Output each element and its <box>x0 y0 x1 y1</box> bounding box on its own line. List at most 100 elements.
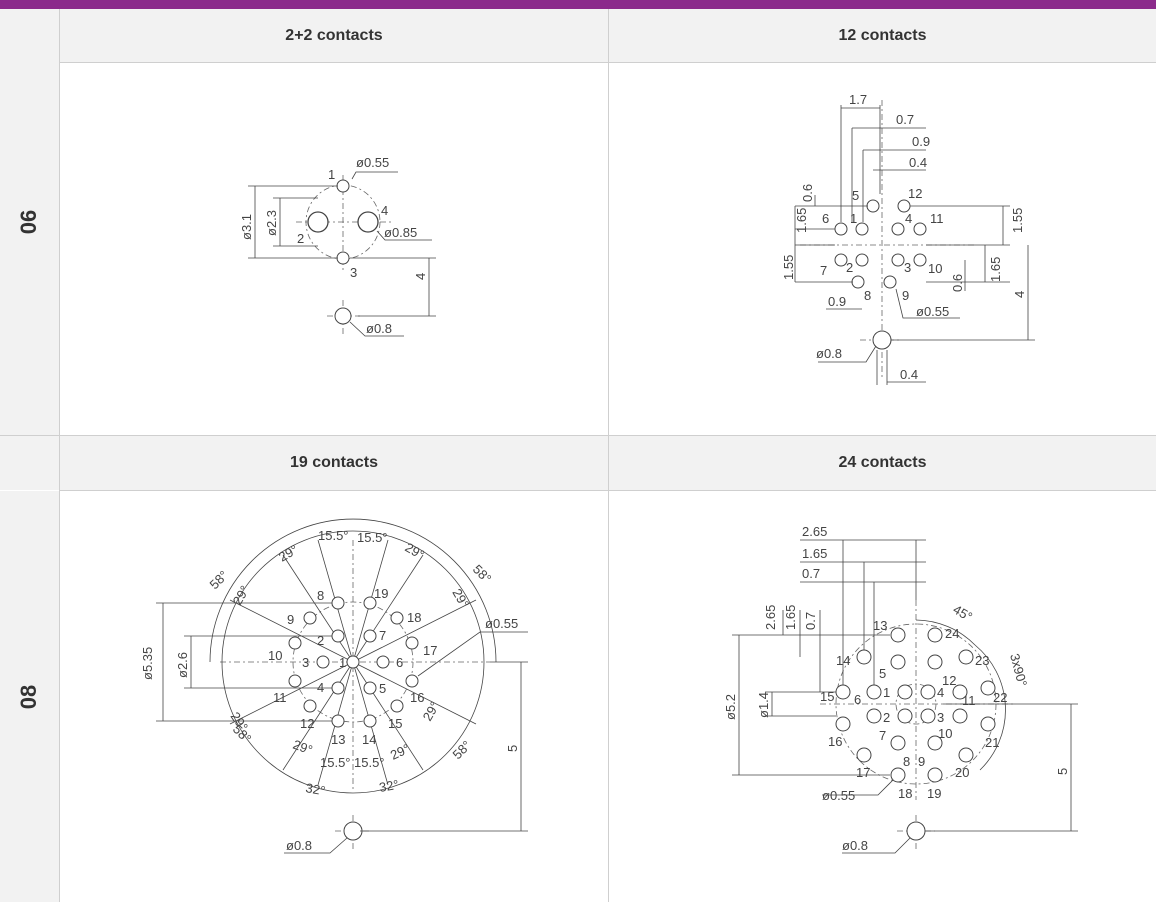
pin-18: 18 <box>407 610 421 625</box>
pin-8: 8 <box>317 588 324 603</box>
dim-dia-2-3: ø2.3 <box>264 210 279 236</box>
accent-top-bar <box>0 0 1156 9</box>
angle-29-bottom-left: 29° <box>291 737 315 758</box>
header-19-contacts: 19 contacts <box>60 436 608 490</box>
pin-2: 2 <box>883 710 890 725</box>
pin-19: 19 <box>927 786 941 801</box>
angle-15-5-bottom-left: 15.5° <box>320 755 351 770</box>
grid-line <box>0 435 1156 436</box>
pin-7: 7 <box>879 728 886 743</box>
contact-4 <box>357 211 379 233</box>
dim-0-7-top: 0.7 <box>802 566 820 581</box>
dim-dia-2-6: ø2.6 <box>175 652 190 678</box>
dim-1-65-top: 1.65 <box>802 546 827 561</box>
grid-line <box>60 490 1156 491</box>
pin-16: 16 <box>410 690 424 705</box>
dim-4: 4 <box>1012 291 1027 298</box>
pin-15: 15 <box>388 716 402 731</box>
pin-11: 11 <box>930 211 944 226</box>
pin-12: 12 <box>942 673 956 688</box>
contacts-12 <box>834 199 927 350</box>
pin-7: 7 <box>820 263 827 278</box>
angle-15-5-top-right: 15.5° <box>357 530 388 545</box>
dim-0-9-bottom: 0.9 <box>828 294 846 309</box>
pin-17: 17 <box>856 765 870 780</box>
header-12-contacts: 12 contacts <box>609 9 1156 62</box>
pin-10: 10 <box>928 261 942 276</box>
dim-dia-5-2: ø5.2 <box>723 694 738 720</box>
pin-13: 13 <box>331 732 345 747</box>
dim-0-7-side: 0.7 <box>803 612 818 630</box>
pin-12: 12 <box>300 716 314 731</box>
dim-0-4-bottom: 0.4 <box>900 367 918 382</box>
pin-7: 7 <box>379 628 386 643</box>
dim-0-7: 0.7 <box>896 112 914 127</box>
row-spacer <box>0 436 59 490</box>
dim-5: 5 <box>505 745 520 752</box>
pin-2: 2 <box>846 260 853 275</box>
contact-2 <box>307 211 329 233</box>
dim-1-55-left: 1.55 <box>781 255 796 280</box>
angle-arcs <box>209 518 497 794</box>
pin-3: 3 <box>350 265 357 280</box>
dim-dia-0-55: ø0.55 <box>916 304 949 319</box>
pin-1: 1 <box>339 655 346 670</box>
pin-18: 18 <box>898 786 912 801</box>
header-24-contacts: 24 contacts <box>609 436 1156 490</box>
pin-11: 11 <box>962 693 976 708</box>
grid-line <box>60 62 1156 63</box>
pin-17: 17 <box>423 643 437 658</box>
angle-32-left: 32° <box>304 780 326 798</box>
contacts-24 <box>835 627 996 841</box>
dim-dia-5-35: ø5.35 <box>140 647 155 680</box>
pin-21: 21 <box>985 735 999 750</box>
pin-8: 8 <box>903 754 910 769</box>
row-label-06: 06 <box>0 9 59 435</box>
pin-3: 3 <box>302 655 309 670</box>
pin-1: 1 <box>850 211 857 226</box>
pin-4: 4 <box>381 203 388 218</box>
dim-dia-3-1: ø3.1 <box>239 214 254 240</box>
grid-line <box>608 9 609 902</box>
pin-23: 23 <box>975 653 989 668</box>
pin-15: 15 <box>820 689 834 704</box>
dim-dia-0-55: ø0.55 <box>822 788 855 803</box>
dim-4: 4 <box>413 273 428 280</box>
pin-4: 4 <box>317 680 324 695</box>
dim-1-65-left: 1.65 <box>794 208 809 233</box>
pin-5: 5 <box>379 681 386 696</box>
dim-dia-0-8: ø0.8 <box>366 321 392 336</box>
pin-11: 11 <box>273 690 287 705</box>
pin-24: 24 <box>945 626 959 641</box>
pin-1: 1 <box>328 167 335 182</box>
dim-dia-0-55: ø0.55 <box>356 155 389 170</box>
pin-2: 2 <box>317 633 324 648</box>
pin-8: 8 <box>864 288 871 303</box>
pin-10: 10 <box>268 648 282 663</box>
dim-dia-0-8: ø0.8 <box>816 346 842 361</box>
pin-1: 1 <box>883 685 890 700</box>
pin-2: 2 <box>297 231 304 246</box>
dim-0-9: 0.9 <box>912 134 930 149</box>
pin-12: 12 <box>908 186 922 201</box>
pin-6: 6 <box>854 692 861 707</box>
angle-3x90: 3x90° <box>1007 652 1030 688</box>
angle-45: 45° <box>951 602 976 625</box>
coding-pin <box>334 307 352 325</box>
pin-3: 3 <box>937 710 944 725</box>
dim-2-65-top: 2.65 <box>802 524 827 539</box>
pin-20: 20 <box>955 765 969 780</box>
pin-4: 4 <box>905 211 912 226</box>
dim-dia-1-4: ø1.4 <box>756 692 771 718</box>
dim-1-65-side: 1.65 <box>783 605 798 630</box>
dim-0-4: 0.4 <box>909 155 927 170</box>
pin-9: 9 <box>287 612 294 627</box>
pin-13: 13 <box>873 618 887 633</box>
pin-5: 5 <box>852 188 859 203</box>
angle-32-right: 32° <box>378 777 400 795</box>
pin-9: 9 <box>902 288 909 303</box>
